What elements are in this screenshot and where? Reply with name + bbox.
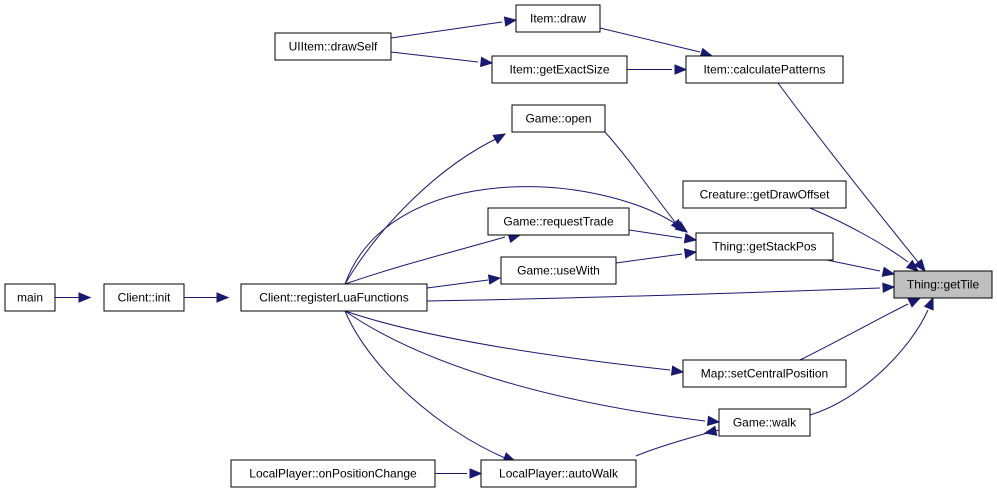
edge-register-lua-to-game-walk-arrowhead — [707, 415, 721, 426]
edge-game-walk-to-thing-gettile — [809, 296, 934, 416]
edge-item-calculatepatterns-to-thing-gettile-line — [777, 82, 919, 263]
edge-game-walk-to-localplayer-autowalk-line — [635, 429, 720, 457]
edge-register-lua-to-thing-getstackpos-line — [344, 186, 683, 285]
node-map-setcentralposition-label: Map::setCentralPosition — [701, 367, 828, 381]
edge-item-calculatepatterns-to-thing-gettile-arrowhead — [913, 258, 926, 273]
node-localplayer-autowalk-label: LocalPlayer::autoWalk — [499, 467, 619, 481]
node-main-label: main — [17, 291, 43, 305]
node-client-init-label: Client::init — [118, 291, 171, 305]
node-thing-getstackpos[interactable]: Thing::getStackPos — [695, 232, 834, 261]
edge-register-lua-to-game-walk-line — [344, 310, 706, 422]
edge-register-lua-to-game-open — [344, 133, 507, 285]
edge-register-lua-to-game-open-line — [344, 136, 501, 285]
node-localplayer-onpositionchange[interactable]: LocalPlayer::onPositionChange — [230, 459, 436, 488]
edge-register-lua-to-game-usewith-line — [426, 279, 489, 289]
node-localplayer-onpositionchange-label: LocalPlayer::onPositionChange — [249, 467, 417, 481]
edge-thing-getstackpos-to-thing-gettile-line — [826, 259, 881, 272]
node-item-draw-label: Item::draw — [530, 12, 586, 26]
edge-uiitem-drawself-to-item-getexactsize — [390, 51, 494, 68]
edge-main-to-client-init-arrowhead — [78, 292, 92, 303]
node-client-register-lua-functions[interactable]: Client::registerLuaFunctions — [240, 283, 428, 312]
edge-item-draw-to-item-calculatepatterns-line — [599, 27, 701, 53]
node-game-usewith[interactable]: Game::useWith — [500, 256, 617, 285]
edge-uiitem-drawself-to-item-getexactsize-arrowhead — [480, 56, 494, 68]
node-client-init[interactable]: Client::init — [103, 283, 185, 312]
edge-item-getexactsize-to-item-calculatepatterns-arrowhead — [674, 64, 688, 75]
edge-game-requesttrade-to-thing-getstackpos-arrowhead — [683, 232, 698, 244]
edge-game-open-to-thing-getstackpos — [604, 131, 683, 233]
node-client-register-lua-functions-label: Client::registerLuaFunctions — [259, 291, 408, 305]
edge-client-init-to-register-lua — [184, 292, 230, 303]
edge-register-lua-to-map-setcentralposition-line — [344, 310, 671, 371]
edge-game-walk-to-thing-gettile-line — [809, 309, 929, 416]
node-localplayer-autowalk[interactable]: LocalPlayer::autoWalk — [480, 459, 637, 488]
edge-register-lua-to-game-usewith-arrowhead — [487, 274, 502, 285]
edge-register-lua-to-game-open-arrowhead — [492, 133, 507, 145]
node-game-requesttrade-label: Game::requestTrade — [503, 215, 614, 229]
node-game-walk-label: Game::walk — [733, 416, 797, 430]
edge-game-usewith-to-thing-getstackpos-line — [615, 253, 683, 264]
edge-thing-getstackpos-to-thing-gettile — [826, 259, 896, 277]
edge-main-to-client-init — [55, 292, 92, 303]
node-creature-getdrawoffset[interactable]: Creature::getDrawOffset — [682, 180, 847, 209]
edge-thing-getstackpos-to-thing-gettile-arrowhead — [881, 266, 896, 277]
edge-register-lua-to-thing-gettile — [426, 282, 896, 302]
edge-localplayer-onpositionchange-to-autowalk — [435, 468, 483, 479]
node-main[interactable]: main — [4, 283, 56, 312]
node-thing-getstackpos-label: Thing::getStackPos — [712, 240, 816, 254]
edge-register-lua-to-game-requesttrade-line — [344, 236, 506, 285]
node-uiitem-drawself-label: UIItem::drawSelf — [289, 40, 378, 54]
edge-register-lua-to-map-setcentralposition — [344, 310, 685, 376]
node-creature-getdrawoffset-label: Creature::getDrawOffset — [700, 188, 830, 202]
edge-game-walk-to-localplayer-autowalk-arrowhead — [703, 425, 718, 436]
edge-register-lua-to-game-usewith — [426, 274, 502, 289]
edge-item-getexactsize-to-item-calculatepatterns — [627, 64, 688, 75]
node-game-open-label: Game::open — [525, 112, 591, 126]
edge-game-usewith-to-thing-getstackpos — [615, 248, 698, 264]
edge-register-lua-to-map-setcentralposition-arrowhead — [670, 365, 685, 376]
edge-game-walk-to-thing-gettile-arrowhead — [923, 296, 934, 311]
edge-creature-getdrawoffset-to-thing-gettile — [809, 207, 920, 272]
edge-game-open-to-thing-getstackpos-line — [604, 131, 676, 223]
node-map-setcentralposition[interactable]: Map::setCentralPosition — [682, 359, 847, 388]
edge-client-init-to-register-lua-arrowhead — [216, 292, 230, 303]
node-game-walk[interactable]: Game::walk — [718, 408, 811, 437]
node-item-calculatepatterns-label: Item::calculatePatterns — [703, 63, 825, 77]
node-item-getexactsize[interactable]: Item::getExactSize — [491, 55, 628, 84]
node-item-calculatepatterns[interactable]: Item::calculatePatterns — [685, 55, 844, 84]
node-item-getexactsize-label: Item::getExactSize — [509, 63, 609, 77]
edge-game-usewith-to-thing-getstackpos-arrowhead — [683, 248, 698, 259]
edge-uiitem-drawself-to-item-getexactsize-line — [390, 51, 479, 63]
node-game-requesttrade[interactable]: Game::requestTrade — [487, 207, 630, 236]
node-uiitem-drawself[interactable]: UIItem::drawSelf — [274, 32, 392, 61]
edge-map-setcentralposition-to-thing-gettile-arrowhead — [907, 297, 922, 308]
edge-creature-getdrawoffset-to-thing-gettile-arrowhead — [905, 259, 920, 272]
edge-creature-getdrawoffset-to-thing-gettile-line — [809, 207, 909, 263]
edge-item-calculatepatterns-to-thing-gettile — [777, 82, 926, 273]
edge-map-setcentralposition-to-thing-gettile-line — [799, 303, 909, 361]
edge-register-lua-to-game-walk — [344, 310, 721, 426]
node-item-draw[interactable]: Item::draw — [515, 4, 601, 33]
edge-register-lua-to-localplayer-autowalk-line — [344, 310, 506, 459]
edge-uiitem-drawself-to-item-draw — [390, 16, 518, 39]
node-thing-gettile[interactable]: Thing::getTile — [893, 270, 993, 299]
edge-item-draw-to-item-calculatepatterns — [599, 27, 714, 58]
edge-game-walk-to-localplayer-autowalk — [635, 425, 720, 457]
node-thing-gettile-label: Thing::getTile — [907, 278, 980, 292]
edge-register-lua-to-thing-gettile-arrowhead — [882, 282, 896, 293]
edge-register-lua-to-localplayer-autowalk — [344, 310, 517, 463]
edge-uiitem-drawself-to-item-draw-line — [390, 21, 503, 39]
node-game-usewith-label: Game::useWith — [517, 264, 600, 278]
edge-register-lua-to-thing-gettile-line — [426, 287, 881, 302]
edge-uiitem-drawself-to-item-draw-arrowhead — [503, 16, 518, 27]
edge-game-requesttrade-to-thing-getstackpos-line — [628, 229, 683, 239]
edge-localplayer-onpositionchange-to-autowalk-arrowhead — [469, 468, 483, 479]
edge-game-open-to-thing-getstackpos-arrowhead — [670, 218, 683, 233]
edge-game-requesttrade-to-thing-getstackpos — [628, 229, 698, 244]
node-game-open[interactable]: Game::open — [511, 104, 606, 133]
